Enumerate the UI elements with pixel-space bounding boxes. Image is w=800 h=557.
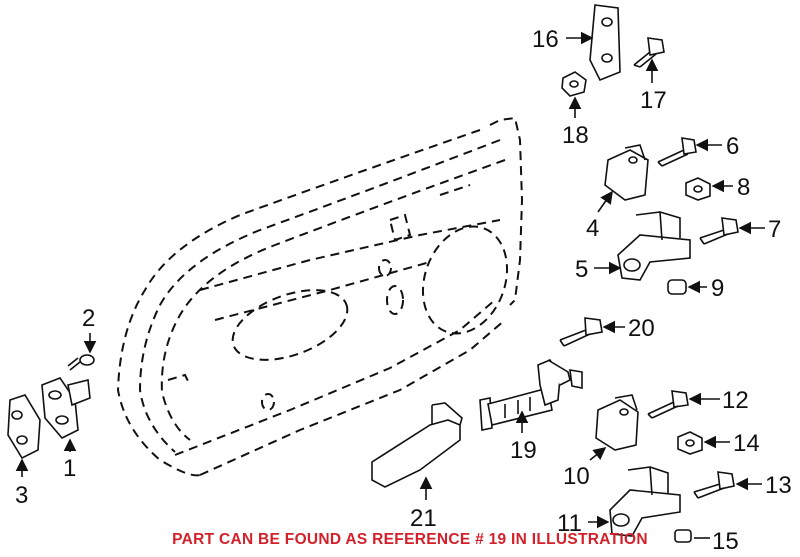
callout-12: 12 [722, 387, 749, 414]
part-18-nut [561, 71, 587, 97]
callout-15: 15 [712, 528, 739, 555]
callout-3: 3 [15, 482, 28, 509]
part-9-bushing [667, 279, 687, 295]
callout-14: 14 [733, 430, 760, 457]
part-2-screw [67, 354, 95, 371]
callout-6: 6 [726, 133, 739, 160]
callout-10: 10 [563, 463, 590, 490]
part-17-bolt [633, 37, 665, 68]
part-3-gasket [7, 394, 41, 460]
part-1-mirror-base [41, 377, 91, 439]
part-16-pad [589, 4, 621, 82]
part-11-hinge [609, 466, 681, 537]
leader-lines [15, 31, 765, 539]
callout-18: 18 [562, 122, 589, 149]
part-19-door-check [479, 358, 583, 431]
part-21-guide [371, 402, 463, 488]
part-4-hinge [604, 144, 649, 201]
part-14-nut [677, 431, 703, 455]
callout-2: 2 [82, 305, 95, 332]
part-15-bushing [674, 529, 692, 543]
callout-8: 8 [737, 174, 750, 201]
door-outline [116, 116, 524, 477]
callout-21: 21 [410, 505, 437, 532]
callout-19: 19 [510, 437, 537, 464]
callout-20: 20 [628, 315, 655, 342]
callout-16: 16 [532, 26, 559, 53]
part-7-bolt [699, 217, 739, 245]
callout-9: 9 [711, 275, 724, 302]
part-20-bolt [559, 317, 603, 347]
callout-labels: 3 1 2 16 17 18 6 8 4 7 5 9 20 12 19 14 1… [15, 26, 792, 555]
part-8-nut [685, 177, 711, 201]
part-12-bolt [647, 390, 689, 419]
part-10-hinge [595, 394, 639, 451]
part-13-bolt [693, 471, 735, 499]
callout-5: 5 [575, 256, 588, 283]
callout-11: 11 [557, 510, 582, 537]
part-5-hinge [617, 211, 691, 281]
callout-1: 1 [63, 455, 76, 482]
callout-7: 7 [768, 216, 781, 243]
callout-4: 4 [586, 215, 599, 242]
callout-13: 13 [765, 472, 792, 499]
footnote-reference: PART CAN BE FOUND AS REFERENCE # 19 IN I… [172, 531, 648, 548]
part-6-bolt [657, 137, 697, 167]
callout-17: 17 [640, 87, 667, 114]
